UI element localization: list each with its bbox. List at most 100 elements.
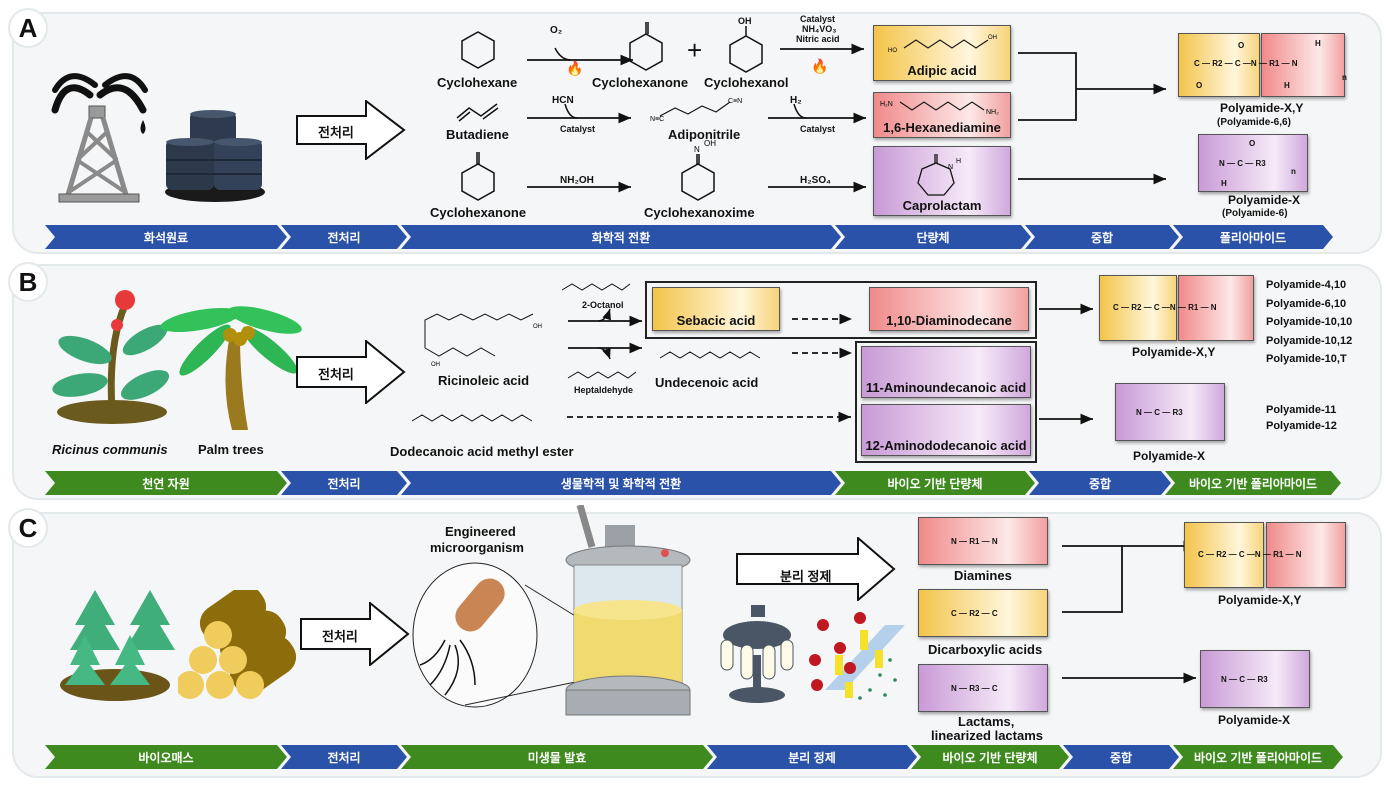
cyclohexanone-structure bbox=[461, 152, 495, 201]
svg-text:NH₂: NH₂ bbox=[986, 109, 999, 116]
reagent-h2: H₂ bbox=[790, 95, 802, 106]
microorganism-label-line1: Engineered bbox=[445, 524, 516, 539]
stage-chemical-conversion: 화학적 전환 bbox=[401, 225, 841, 249]
oh-label: OH bbox=[738, 16, 752, 26]
cyclohexanoxime-label: Cyclohexanoxime bbox=[644, 205, 755, 220]
separation-arrow bbox=[736, 537, 896, 601]
palm-trees-label: Palm trees bbox=[198, 442, 264, 457]
stage-pretreatment: 전처리 bbox=[281, 225, 407, 249]
reaction-arrow bbox=[527, 103, 631, 124]
microorganism-icon bbox=[412, 562, 586, 708]
reaction-arrow bbox=[527, 181, 631, 193]
nitric-acid-label: Nitric acid bbox=[796, 34, 840, 44]
stage-monomer: 단량체 bbox=[835, 225, 1031, 249]
stage-bar-a: 화석원료 전처리 화학적 전환 단량체 중합 폴리아마이드 bbox=[45, 225, 1327, 249]
svg-text:OH: OH bbox=[988, 35, 997, 41]
reaction-arrow bbox=[568, 308, 642, 360]
adiponitrile-label: Adiponitrile bbox=[668, 127, 741, 142]
reagent-o2: O₂ bbox=[550, 25, 563, 36]
monomer-box-dicarboxylic-acids: C — R2 — C bbox=[918, 589, 1048, 637]
caprolactam-structure: NH bbox=[917, 154, 961, 196]
polyamide-6-label: (Polyamide-6) bbox=[1222, 208, 1288, 219]
polyamide-x-label: Polyamide-X bbox=[1228, 193, 1301, 207]
centrifuge-icon bbox=[720, 605, 794, 703]
svg-text:OH: OH bbox=[533, 324, 542, 330]
polyamide-xy-label: Polyamide-X,Y bbox=[1220, 101, 1304, 115]
stage-bio-polyamide: 바이오 기반 폴리아마이드 bbox=[1165, 471, 1341, 495]
monomer-name: Adipic acid bbox=[907, 63, 977, 78]
cyclohexanol-label: Cyclohexanol bbox=[704, 75, 789, 90]
monomer-box-adipic-acid: HO OH Adipic acid bbox=[873, 25, 1011, 81]
flame-icon: 🔥 bbox=[566, 60, 584, 76]
cyclohexanol-structure bbox=[729, 26, 763, 73]
plus-sign: + bbox=[687, 35, 703, 65]
cyclohexanone-label: Cyclohexanone bbox=[430, 205, 527, 220]
example-item: Polyamide-4,10 bbox=[1266, 279, 1347, 291]
polyamide-xy-label: Polyamide-X,Y bbox=[1132, 345, 1216, 359]
svg-text:HO: HO bbox=[888, 48, 897, 54]
reagent-nh2oh: NH₂OH bbox=[560, 175, 594, 186]
monomer-box-diamines: N — R1 — N bbox=[918, 517, 1048, 565]
monomer-box-aminododecanoic-acid: 12-Aminododecanoic acid bbox=[861, 404, 1031, 456]
stage-bar-b: 천연 자원 전처리 생물학적 및 화학적 전환 바이오 기반 단량체 중합 바이… bbox=[45, 471, 1335, 495]
monomer-box-lactams: N — R3 — C bbox=[918, 664, 1048, 712]
stage-polymerization: 중합 bbox=[1025, 225, 1179, 249]
pretreatment-arrow bbox=[296, 340, 406, 404]
palm-tree-icon bbox=[160, 306, 302, 430]
oil-barrels-icon bbox=[165, 110, 265, 202]
example-item: Polyamide-12 bbox=[1266, 420, 1337, 432]
polyamide-xy-structure: C — R2 — C —N — R1 — N bbox=[1180, 522, 1354, 588]
svg-text:N: N bbox=[694, 145, 700, 154]
lactams-label: Lactams, bbox=[958, 714, 1015, 729]
stage-fermentation: 미생물 발효 bbox=[401, 745, 713, 769]
cyclohexanone-label: Cyclohexanone bbox=[592, 75, 689, 90]
monomer-name: 1,10-Diaminodecane bbox=[886, 313, 1012, 328]
reaction-arrow bbox=[1039, 413, 1093, 425]
stage-polyamide: 폴리아마이드 bbox=[1173, 225, 1333, 249]
undecenoic-acid-structure bbox=[659, 351, 761, 359]
stage-fossil: 화석원료 bbox=[45, 225, 287, 249]
monomer-box-aminoundecanoic-acid: 11-Aminoundecanoic acid bbox=[861, 346, 1031, 398]
reaction-arrow bbox=[768, 103, 866, 124]
pretreatment-arrow-label: 전처리 bbox=[318, 367, 354, 382]
diacid-diamine-group bbox=[645, 281, 1037, 339]
stage-pretreatment: 전처리 bbox=[281, 745, 407, 769]
polyamide-x-examples: Polyamide-11 Polyamide-12 bbox=[1266, 402, 1337, 434]
monomer-name: Caprolactam bbox=[902, 198, 982, 213]
dashed-arrow bbox=[792, 347, 852, 359]
logs-icon bbox=[178, 590, 297, 699]
monomer-box-diaminodecane: 1,10-Diaminodecane bbox=[869, 287, 1029, 331]
filtration-icon bbox=[809, 612, 905, 700]
dodecanoic-ester-structure bbox=[411, 414, 533, 422]
polyamide-xy-structure: C — R2 — C —N — R1 — N O O H H n bbox=[1172, 33, 1356, 97]
polyamide-66-label: (Polyamide-6,6) bbox=[1217, 117, 1291, 128]
cyclohexane-label: Cyclohexane bbox=[437, 75, 518, 90]
heptaldehyde-label: Heptaldehyde bbox=[574, 385, 634, 395]
separation-arrow-label: 분리 정제 bbox=[780, 569, 832, 584]
reagent-hcn: HCN bbox=[552, 95, 574, 106]
polyamide-x-structure: N — C — R3 bbox=[1115, 383, 1225, 441]
monomer-name: 1,6-Hexanediamine bbox=[883, 120, 1001, 135]
stage-bio-monomer: 바이오 기반 단량체 bbox=[835, 471, 1035, 495]
stage-natural-resource: 천연 자원 bbox=[45, 471, 287, 495]
stage-pretreatment: 전처리 bbox=[281, 471, 407, 495]
reaction-arrow bbox=[527, 47, 633, 66]
butadiene-structure bbox=[456, 103, 499, 122]
polyamide-x-label: Polyamide-X bbox=[1133, 449, 1206, 463]
undecenoic-acid-label: Undecenoic acid bbox=[655, 375, 759, 390]
example-item: Polyamide-11 bbox=[1266, 404, 1337, 416]
polyamide-xy-examples: Polyamide-4,10 Polyamide-6,10 Polyamide-… bbox=[1266, 276, 1352, 369]
monomer-box-sebacic-acid: Sebacic acid bbox=[652, 287, 780, 331]
svg-text:OH: OH bbox=[704, 140, 716, 148]
panel-a-letter: A bbox=[8, 8, 48, 48]
octanol-structure bbox=[561, 283, 631, 291]
adipic-acid-structure: HO OH bbox=[888, 35, 997, 54]
panel-a bbox=[12, 12, 1382, 254]
linearized-lactams-label: linearized lactams bbox=[931, 728, 1043, 743]
stage-bio-chemical-conversion: 생물학적 및 화학적 전환 bbox=[401, 471, 841, 495]
octanol-label: 2-Octanol bbox=[582, 300, 624, 310]
polyamide-x-label: Polyamide-X bbox=[1218, 713, 1291, 727]
catalyst-label: Catalyst bbox=[800, 14, 836, 24]
